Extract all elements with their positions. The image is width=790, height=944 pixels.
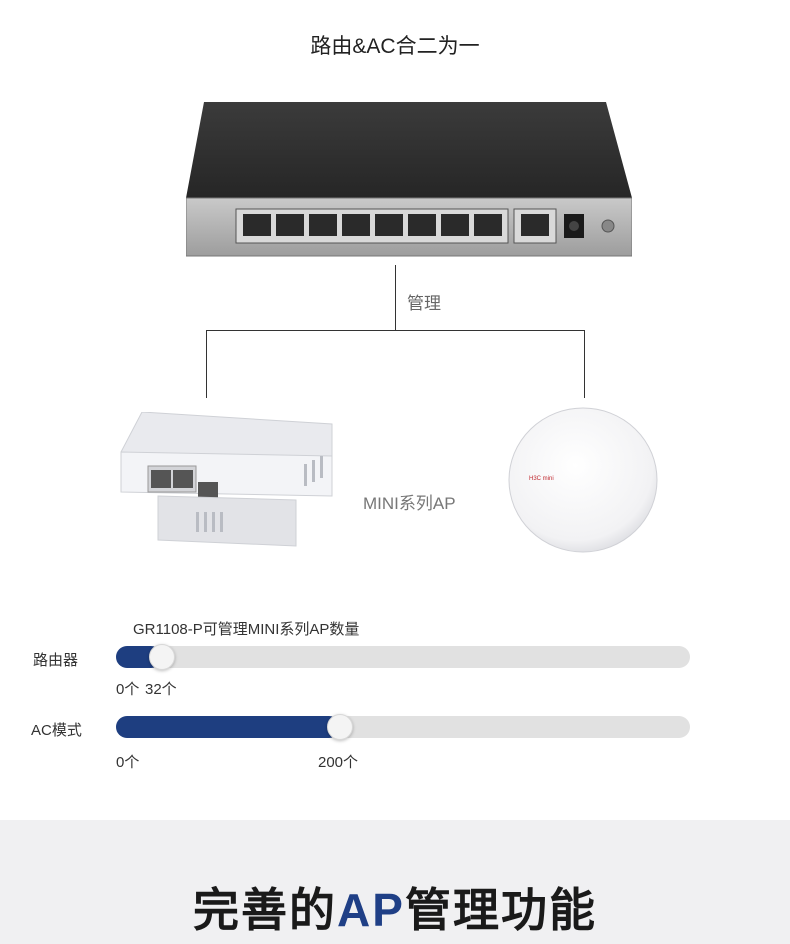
ac-mode-label: AC模式 xyxy=(31,722,82,739)
ac-mode-bar xyxy=(116,714,690,740)
mini-series-ap-label: MINI系列AP xyxy=(363,494,456,513)
connector-line-left xyxy=(206,330,207,398)
connector-line-vertical xyxy=(395,265,396,331)
router-mode-start-label: 0个 xyxy=(116,681,140,698)
section-title: 完善的AP管理功能 xyxy=(0,874,790,940)
section-title-suffix: 管理功能 xyxy=(404,884,597,936)
wall-panel-ap-image xyxy=(120,412,333,547)
connector-line-horizontal xyxy=(206,330,585,331)
router-device-image xyxy=(186,102,632,257)
router-mode-bar xyxy=(116,644,690,670)
ac-mode-bar-knob xyxy=(327,714,353,740)
ac-mode-max-label: 200个 xyxy=(318,754,359,771)
ac-mode-start-label: 0个 xyxy=(116,754,140,771)
section-title-accent: AP xyxy=(337,884,405,936)
router-mode-label: 路由器 xyxy=(33,652,79,669)
ap-brand-logo: H3C mini xyxy=(529,476,554,482)
section-title-prefix: 完善的 xyxy=(193,884,338,936)
ceiling-ap-image: H3C mini xyxy=(508,407,658,553)
section-header-band xyxy=(0,820,790,944)
router-mode-bar-knob xyxy=(149,644,175,670)
capacity-title: GR1108-P可管理MINI系列AP数量 xyxy=(133,621,360,638)
ac-mode-bar-fill xyxy=(116,716,340,738)
page-title: 路由&AC合二为一 xyxy=(310,35,480,58)
router-mode-max-label: 32个 xyxy=(145,681,177,698)
connector-line-right xyxy=(584,330,585,398)
management-label: 管理 xyxy=(407,294,441,313)
